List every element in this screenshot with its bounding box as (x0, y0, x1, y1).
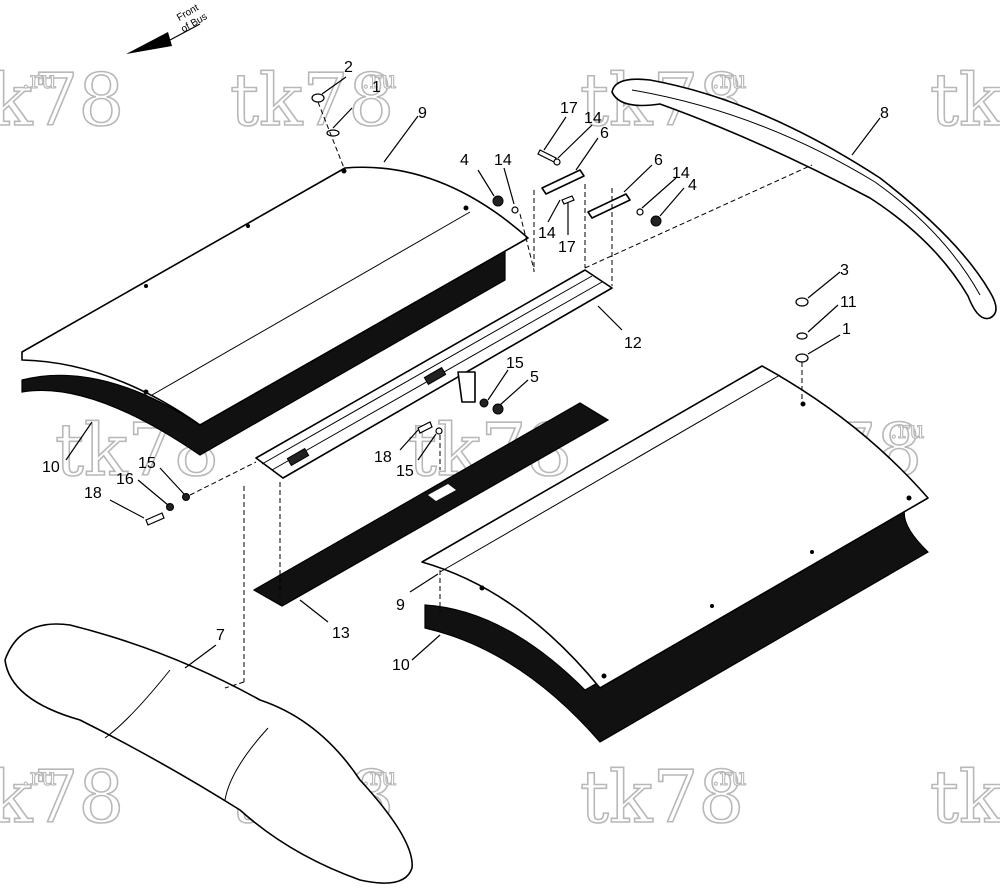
hardware (145, 93, 809, 526)
callout-18-left: 18 (84, 485, 102, 502)
watermark-1: tk78.ru (0, 57, 125, 143)
nut-4-left (492, 195, 504, 207)
front-of-bus-indicator: Front of Bus (126, 2, 209, 54)
washer-14-right (636, 208, 644, 216)
rail-bracket (457, 371, 476, 403)
left-cover-edge (199, 237, 529, 426)
callout-6-right: 6 (654, 152, 663, 169)
washer-top (326, 129, 340, 137)
callout-1-top: 1 (372, 79, 381, 96)
callout-4-right: 4 (688, 177, 697, 194)
callout-14-right: 14 (672, 165, 690, 182)
watermark-8: tk78.ru (0, 754, 125, 840)
callout-15-lower: 15 (396, 463, 414, 480)
svg-text:.ru: .ru (712, 66, 747, 94)
callout-3: 3 (840, 262, 849, 279)
right-cover-fold (439, 374, 781, 573)
left-panel-assembly (21, 166, 529, 456)
cushion-part-7 (4, 623, 413, 884)
callout-5: 5 (530, 369, 539, 386)
callout-15-center: 15 (506, 355, 524, 372)
assembly-lines (189, 101, 813, 689)
watermark-11: tk78 (929, 754, 1000, 840)
svg-text:.ru: .ru (22, 66, 57, 94)
direction-arrow-icon (126, 32, 172, 54)
watermark-10: tk78.ru (579, 754, 747, 840)
callout-15-left: 15 (138, 455, 156, 472)
washer-11 (796, 332, 808, 340)
callout-leaders (65, 76, 881, 669)
washer-15-center (435, 427, 443, 435)
left-gasket-part-10 (21, 246, 506, 456)
bolt-17-bottom (561, 195, 575, 205)
screw-3 (795, 297, 809, 307)
svg-text:.ru: .ru (712, 763, 747, 791)
nut-15-center (479, 398, 489, 408)
callout-7: 7 (216, 627, 225, 644)
callout-1-right: 1 (842, 321, 851, 338)
bolt-18-left (145, 512, 165, 526)
callout-17-bottom: 17 (558, 239, 576, 256)
callout-16: 16 (116, 471, 134, 488)
left-cover-fold (151, 211, 471, 396)
washer-1 (795, 353, 809, 363)
callout-8: 8 (880, 105, 889, 122)
nut-15-left (182, 493, 190, 501)
svg-text:.ru: .ru (362, 66, 397, 94)
callout-17-top: 17 (560, 100, 578, 117)
bolt-17-top (537, 149, 557, 163)
callout-11: 11 (840, 294, 857, 311)
bracket-6-right (587, 193, 631, 219)
callout-14-bottom: 14 (538, 225, 556, 242)
washer-14-top (553, 158, 561, 166)
callout-9-right: 9 (396, 597, 405, 614)
right-panel-assembly (421, 365, 929, 743)
washer-14-left (511, 206, 519, 214)
svg-text:tk78: tk78 (580, 755, 744, 839)
nut-5 (492, 403, 504, 415)
strip-part-13 (252, 402, 610, 607)
screw-2 (311, 93, 325, 103)
watermark-4: tk78 (929, 57, 1000, 143)
washer-16 (166, 503, 174, 511)
callout-13: 13 (332, 625, 350, 642)
svg-text:.ru: .ru (22, 763, 57, 791)
callout-9-left: 9 (418, 105, 427, 122)
callout-10-right: 10 (392, 657, 410, 674)
svg-text:tk78: tk78 (930, 755, 1000, 839)
bracket-6-left (541, 169, 585, 195)
arrow-shaft (169, 23, 201, 41)
callout-labels: 1 2 3 11 1 4 14 17 14 6 6 14 4 14 17 8 9… (42, 59, 889, 674)
callout-18-center: 18 (374, 449, 392, 466)
callout-2: 2 (344, 59, 353, 76)
callout-6-left: 6 (600, 125, 609, 142)
end-cap-part-8 (611, 78, 997, 320)
nut-4-right (650, 215, 662, 227)
bolt-18-center (417, 421, 433, 434)
svg-text:.ru: .ru (362, 763, 397, 791)
callout-12: 12 (624, 335, 642, 352)
svg-text:tk78: tk78 (0, 755, 124, 839)
right-cover-part-9 (421, 365, 929, 689)
svg-text:tk78: tk78 (930, 58, 1000, 142)
callout-14-top: 14 (584, 110, 602, 127)
callout-10-left: 10 (42, 459, 60, 476)
svg-text:tk78: tk78 (0, 58, 124, 142)
callout-4-left: 4 (460, 152, 469, 169)
callout-14-left: 14 (494, 152, 512, 169)
svg-text:.ru: .ru (890, 416, 925, 444)
center-rail-part-12 (255, 269, 613, 479)
